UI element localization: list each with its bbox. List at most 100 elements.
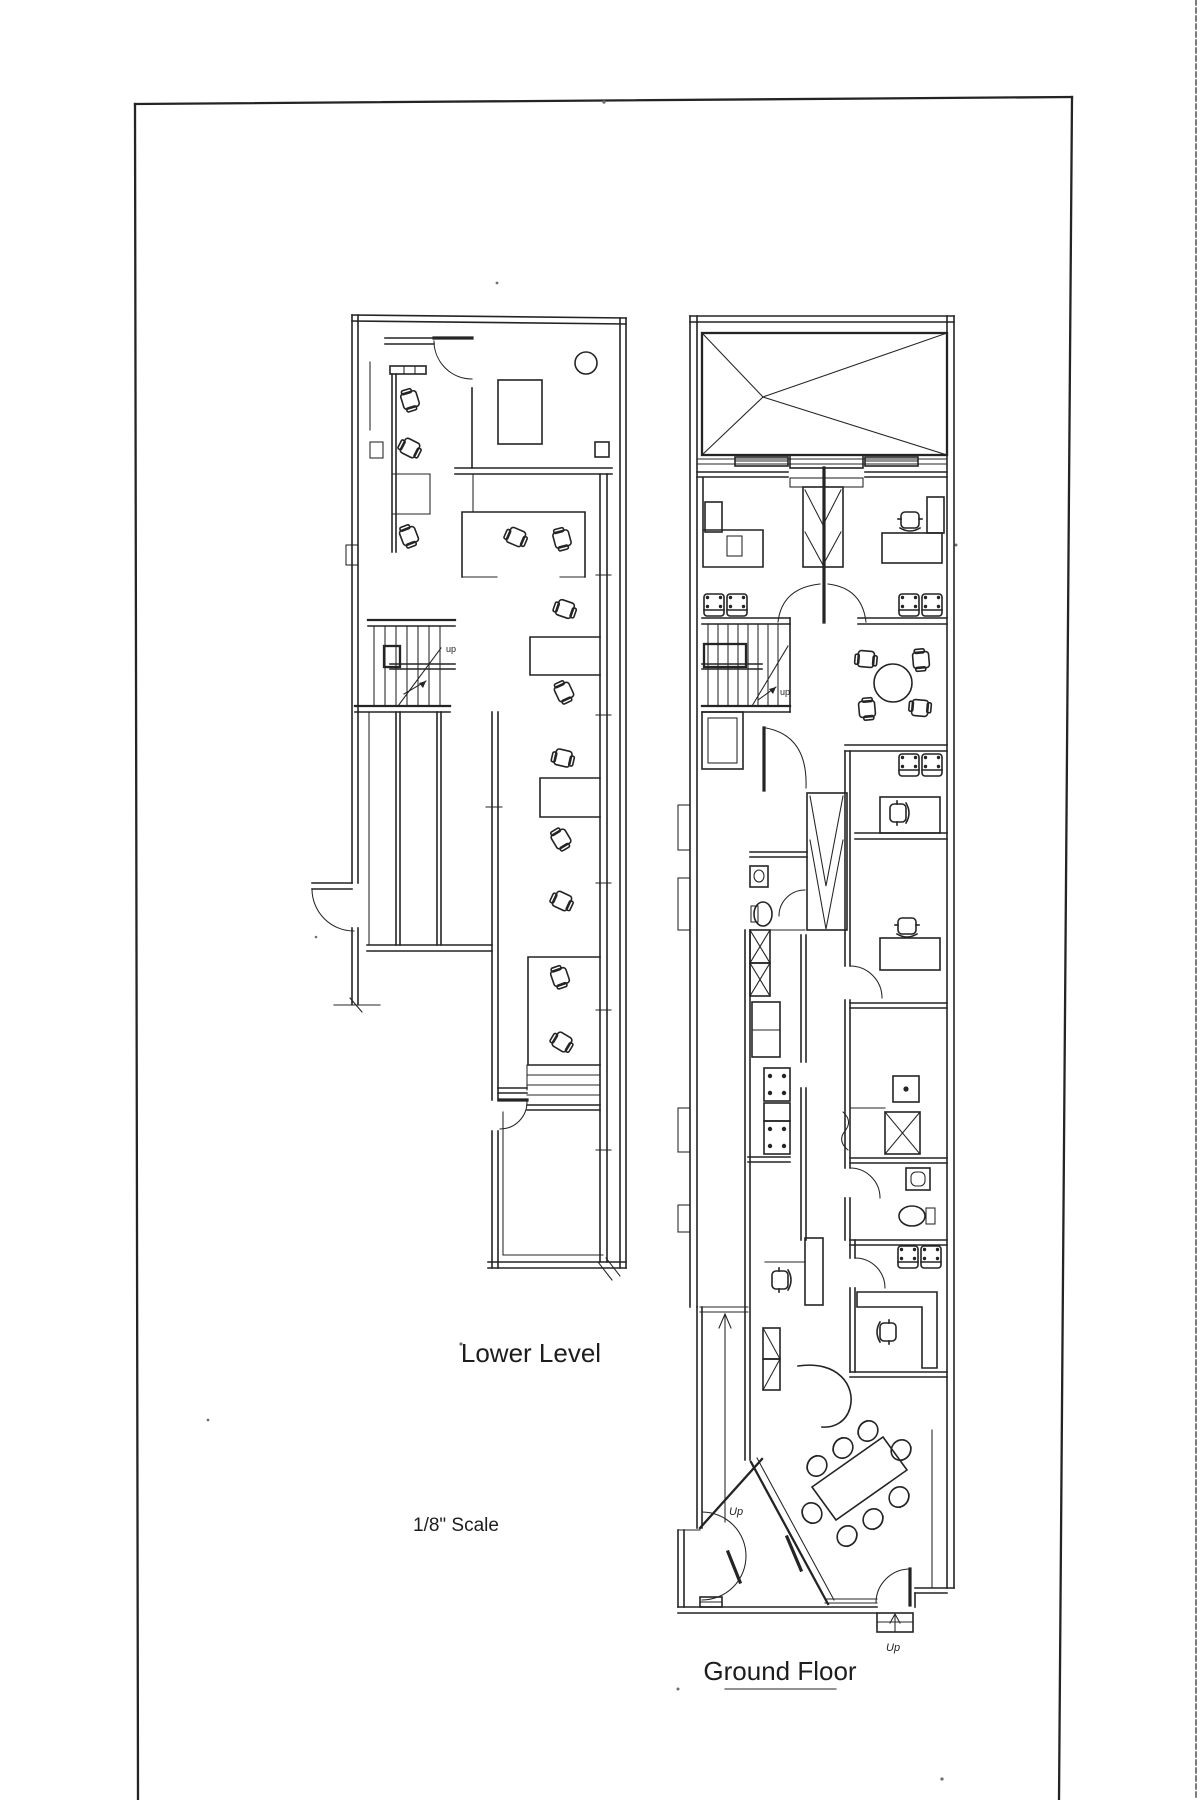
skylight-roof-plan — [700, 331, 949, 457]
conference-chair — [886, 1435, 916, 1465]
elevator — [701, 711, 744, 770]
sideboard — [389, 365, 427, 375]
pilaster — [677, 1204, 691, 1233]
hall-door — [762, 726, 807, 792]
pilaster — [677, 804, 691, 851]
toilet — [898, 1205, 926, 1227]
lower-storage-rooms — [366, 711, 493, 952]
desk — [879, 796, 941, 834]
task-chair — [391, 381, 429, 419]
conference-chair — [797, 1498, 827, 1528]
office-chair — [894, 917, 920, 938]
task-chair — [846, 639, 886, 679]
stair-up-label-ground: up — [780, 687, 790, 697]
task-chair — [545, 673, 583, 711]
guest-armchair — [920, 1245, 942, 1269]
task-chair — [544, 1024, 580, 1060]
lower-level-title: Lower Level — [461, 1338, 601, 1368]
lower-wing — [497, 1064, 621, 1281]
task-chair — [546, 590, 584, 628]
cabinet — [749, 962, 771, 997]
round-meeting-table — [846, 639, 941, 729]
cabinet — [704, 501, 723, 533]
desk — [702, 477, 764, 568]
task-chair — [542, 519, 582, 559]
ground-front-office — [696, 466, 948, 625]
guest-armchair — [921, 753, 943, 777]
storefront-windows — [696, 454, 948, 469]
west-corridor-wall — [744, 929, 807, 1461]
guest-armchair — [921, 593, 943, 617]
side-entry-door — [311, 882, 355, 932]
ramp-corridor: Up — [699, 1306, 749, 1523]
task-chair — [543, 738, 583, 778]
guest-armchair — [897, 1245, 919, 1269]
cabinet — [594, 441, 610, 458]
lower-corridor-partition — [595, 473, 612, 1263]
desk — [497, 379, 543, 445]
lower-workstations — [527, 590, 601, 1066]
accordion-door — [841, 1111, 850, 1151]
stair-up-label-lower: up — [446, 644, 456, 654]
guest-armchair — [898, 593, 920, 617]
desk — [804, 1237, 824, 1306]
lower-waiting-area — [389, 365, 431, 555]
ramp-up-label: Up — [729, 1506, 743, 1518]
counter — [763, 1102, 791, 1122]
task-chair — [541, 958, 579, 996]
sink — [905, 1167, 931, 1191]
reception-area — [762, 1237, 852, 1428]
conference-table — [797, 1416, 916, 1551]
rear-entry: Up — [875, 1567, 914, 1654]
guest-armchair — [703, 593, 725, 617]
desk — [881, 532, 943, 564]
guest-armchair — [726, 593, 748, 617]
bathroom-1 — [749, 851, 808, 931]
laundry-closet — [841, 1111, 948, 1164]
east-offices — [849, 796, 948, 1109]
door-leaf — [784, 1534, 804, 1573]
desk — [856, 1291, 938, 1369]
pilaster — [677, 1107, 691, 1153]
task-chair — [900, 688, 940, 728]
curved-partition — [797, 1364, 852, 1428]
task-chair — [901, 640, 941, 680]
guest-armchair — [898, 753, 920, 777]
duct-shaft — [806, 792, 848, 931]
door-leaf — [725, 1549, 743, 1585]
task-chair — [543, 821, 579, 857]
ground-floor-plan: up — [677, 315, 955, 1654]
rear-office — [849, 1291, 948, 1378]
scan-speckles — [206, 100, 958, 1781]
task-chair — [497, 518, 535, 556]
office-chair — [889, 800, 910, 826]
sink-counter — [892, 1075, 920, 1103]
lower-outer-walls — [333, 314, 627, 1269]
task-chair — [543, 882, 581, 920]
sheet-labels: Lower Level 1/8" Scale Ground Floor — [413, 1338, 857, 1690]
sink — [749, 865, 769, 888]
lower-level-plan: up — [311, 314, 627, 1281]
office-chair — [876, 1319, 897, 1345]
conference-chair — [832, 1521, 862, 1551]
kitchen — [747, 929, 791, 1163]
entry-vestibule — [699, 1457, 835, 1608]
lower-staircase: up — [353, 618, 457, 713]
lower-desk-cluster — [461, 511, 586, 578]
desk — [879, 937, 941, 971]
shelving — [762, 1358, 781, 1391]
stoop-up-label: Up — [886, 1642, 900, 1654]
lower-front-office — [384, 336, 613, 513]
office-chair — [897, 511, 923, 532]
cabinet — [926, 496, 945, 534]
office-chair — [771, 1267, 792, 1293]
task-chair — [392, 430, 428, 466]
shelf — [789, 477, 864, 488]
toilet — [753, 901, 773, 927]
stove — [763, 1120, 791, 1155]
pilaster — [677, 877, 691, 931]
round-stool — [574, 351, 598, 375]
task-chair — [847, 689, 887, 729]
